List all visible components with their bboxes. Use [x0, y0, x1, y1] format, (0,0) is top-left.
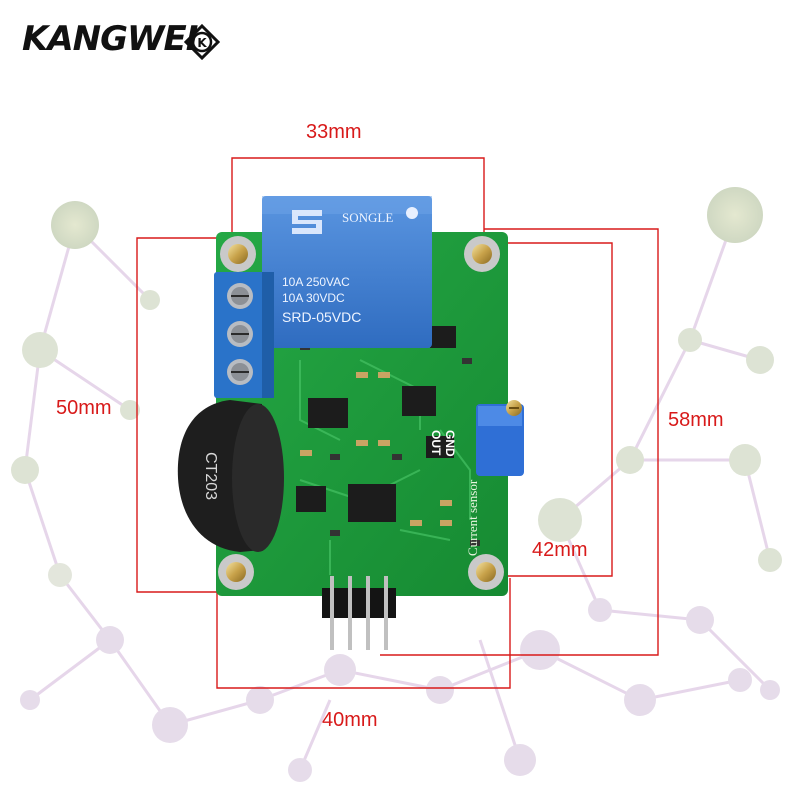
dim-label-40mm: 40mm [322, 709, 378, 731]
dim-42mm-bracket [484, 242, 613, 577]
dim-label-58mm: 58mm [668, 409, 724, 431]
dim-label-42mm: 42mm [532, 539, 588, 561]
dim-40mm-bracket [216, 578, 511, 689]
brand-badge-letter: K [197, 36, 207, 50]
transformer-model: CT203 [202, 452, 219, 500]
screw-icon [227, 283, 253, 309]
dimension-lines [136, 157, 659, 689]
ic-chip [402, 386, 436, 416]
screw-icon [227, 359, 253, 385]
label-gnd: GND [443, 430, 457, 457]
relay: SONGLE 10A 250VAC 10A 30VDC SRD-05VDC [262, 196, 432, 348]
relay-rating-dc: 10A 30VDC [282, 291, 345, 305]
terminal-block [214, 272, 274, 398]
songle-logo-icon [292, 210, 322, 234]
current-transformer: CT203 [177, 400, 284, 552]
brand-logo: KANGWEI [22, 19, 198, 59]
ic-chip [430, 326, 456, 348]
ic-chip [308, 398, 348, 428]
ic-chip [348, 484, 396, 522]
dim-label-33mm: 33mm [306, 121, 362, 143]
brand-badge-icon: K [184, 24, 220, 60]
dim-50mm-bracket [136, 237, 232, 593]
relay-rating-ac: 10A 250VAC [282, 275, 350, 289]
mounting-post [220, 236, 256, 272]
mounting-post [218, 554, 254, 590]
mounting-post [468, 554, 504, 590]
mounting-post [464, 236, 500, 272]
label-out: OUT [429, 430, 443, 456]
dim-58mm-bracket [380, 228, 659, 656]
label-current-sensor: Current sensor [465, 479, 480, 556]
screw-icon [227, 321, 253, 347]
dim-label-50mm: 50mm [56, 397, 112, 419]
background-nodes [11, 187, 782, 782]
dim-33mm-bracket [231, 157, 485, 242]
relay-brand: SONGLE [342, 210, 393, 225]
ic-chip [296, 486, 326, 512]
background-network [23, 214, 772, 771]
potentiometer [476, 400, 524, 476]
ic-chip [426, 436, 454, 458]
relay-model: SRD-05VDC [282, 309, 361, 325]
pin-header [322, 576, 396, 650]
